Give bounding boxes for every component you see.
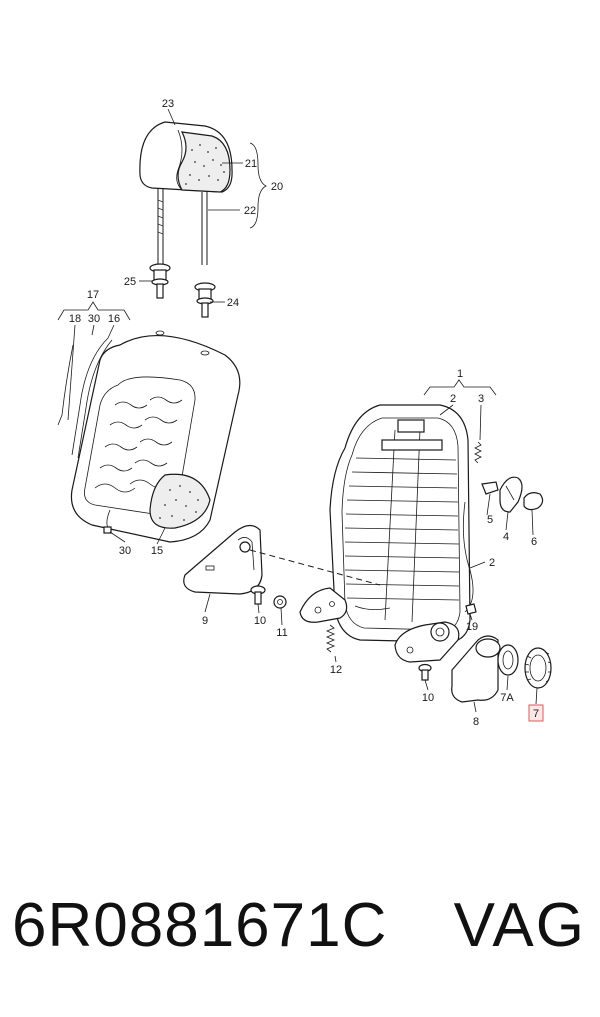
screw-10-right [418, 663, 432, 681]
callout-23: 23 [162, 98, 174, 110]
assembly-guide-line [249, 549, 381, 586]
lever-knob-6 [523, 492, 544, 511]
clip-5 [481, 481, 499, 495]
headrest-assembly [139, 121, 233, 265]
callout-15: 15 [151, 545, 163, 557]
bracket-17 [57, 301, 131, 321]
backrest-frame [299, 404, 482, 663]
callout-16: 16 [108, 313, 120, 325]
callout-24: 24 [227, 297, 239, 309]
callout-2-top: 2 [450, 393, 456, 405]
callout-4: 4 [503, 531, 509, 543]
callout-7-highlight [528, 704, 544, 722]
backrest-wave-pattern [94, 396, 183, 493]
callout-18: 18 [69, 313, 81, 325]
callout-5: 5 [487, 514, 493, 526]
side-trim-9 [183, 524, 263, 595]
callout-7a: 7A [500, 692, 514, 704]
callout-6: 6 [531, 536, 537, 548]
brand-name: VAG [453, 891, 586, 960]
frame-slats [344, 429, 460, 623]
callout-21: 21 [245, 158, 257, 170]
callout-10-right: 10 [422, 692, 434, 704]
clip-19 [465, 603, 477, 615]
headrest-foam-dots [185, 144, 225, 185]
callout-22: 22 [244, 205, 256, 217]
callout-3: 3 [478, 393, 484, 405]
callout-25: 25 [124, 276, 136, 288]
screw-10-left [250, 585, 266, 605]
footer: 6R0881671C VAG [0, 890, 600, 980]
callout-8: 8 [473, 716, 479, 728]
callout-7: 7 [533, 708, 539, 720]
backrest-cushion [57, 330, 241, 543]
callout-labels: 23 21 20 22 25 24 17 18 30 16 30 15 1 2 … [69, 98, 544, 728]
ring-7a [497, 644, 519, 676]
headrest-guide-25 [149, 263, 171, 299]
callout-1: 1 [457, 368, 463, 380]
callout-30-top: 30 [88, 313, 100, 325]
callout-20: 20 [271, 181, 283, 193]
spring-12 [325, 624, 336, 653]
callout-11: 11 [276, 627, 287, 639]
leader-lines [67, 108, 538, 713]
adjuster-knob-7 [524, 647, 552, 689]
callout-10-left: 10 [254, 615, 266, 627]
release-lever-4 [499, 476, 523, 513]
bracket-1 [423, 379, 497, 396]
bracket-20 [249, 142, 267, 229]
nut-11 [273, 595, 287, 609]
callout-19: 19 [466, 621, 478, 633]
callout-17: 17 [87, 289, 99, 301]
callout-12: 12 [330, 664, 342, 676]
headrest-guide-24 [194, 282, 216, 318]
trim-cover-8 [451, 635, 501, 703]
callout-30-bottom: 30 [119, 545, 131, 557]
callout-9: 9 [202, 615, 208, 627]
callout-2-right: 2 [489, 557, 495, 569]
part-number: 6R0881671C [12, 891, 388, 960]
